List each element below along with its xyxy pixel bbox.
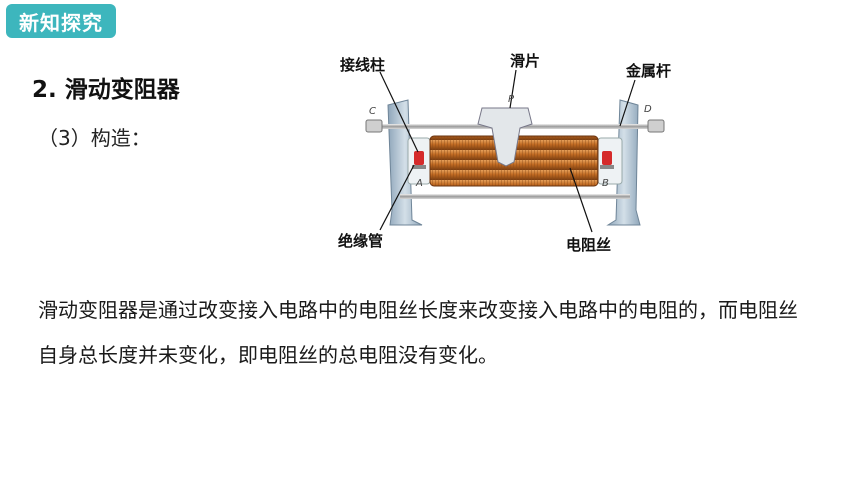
section-title: 2. 滑动变阻器 [32, 77, 180, 103]
terminal-b-icon [600, 151, 614, 169]
rheostat-figure: C D P A B 接线柱 滑片 金属杆 绝缘管 电阻丝 [330, 50, 680, 265]
letter-d: D [644, 104, 652, 115]
slider-p [477, 107, 533, 167]
callout-slider: 滑片 [510, 52, 541, 70]
letter-p: P [508, 94, 515, 105]
left-stand [387, 99, 423, 226]
letter-b: B [602, 178, 609, 189]
rheostat-illustration: C D P A B [365, 69, 665, 233]
section-tag: 新知探究 [6, 4, 116, 38]
sub-title: （3）构造： [38, 126, 151, 150]
callout-line-terminal [379, 71, 419, 153]
callout-line-wire [569, 167, 593, 233]
terminal-a-icon [412, 151, 426, 169]
terminal-c-icon [365, 119, 383, 133]
bottom-rod [400, 194, 630, 199]
terminal-d-icon [647, 119, 665, 133]
callout-line-rod [619, 79, 636, 127]
callout-line-slider [509, 69, 517, 109]
letter-a: A [415, 178, 423, 189]
callout-metal-rod: 金属杆 [626, 62, 672, 80]
callout-insulating-tube: 绝缘管 [338, 232, 384, 250]
body-paragraph: 滑动变阻器是通过改变接入电路中的电阻丝长度来改变接入电路中的电阻的，而电阻丝自身… [38, 298, 798, 367]
callout-line-tube [379, 164, 415, 231]
letter-c: C [369, 106, 376, 117]
callout-terminal-post: 接线柱 [340, 56, 386, 74]
callout-resistance-wire: 电阻丝 [566, 236, 612, 254]
right-stand [606, 99, 641, 226]
section-tag-label: 新知探究 [19, 10, 103, 35]
